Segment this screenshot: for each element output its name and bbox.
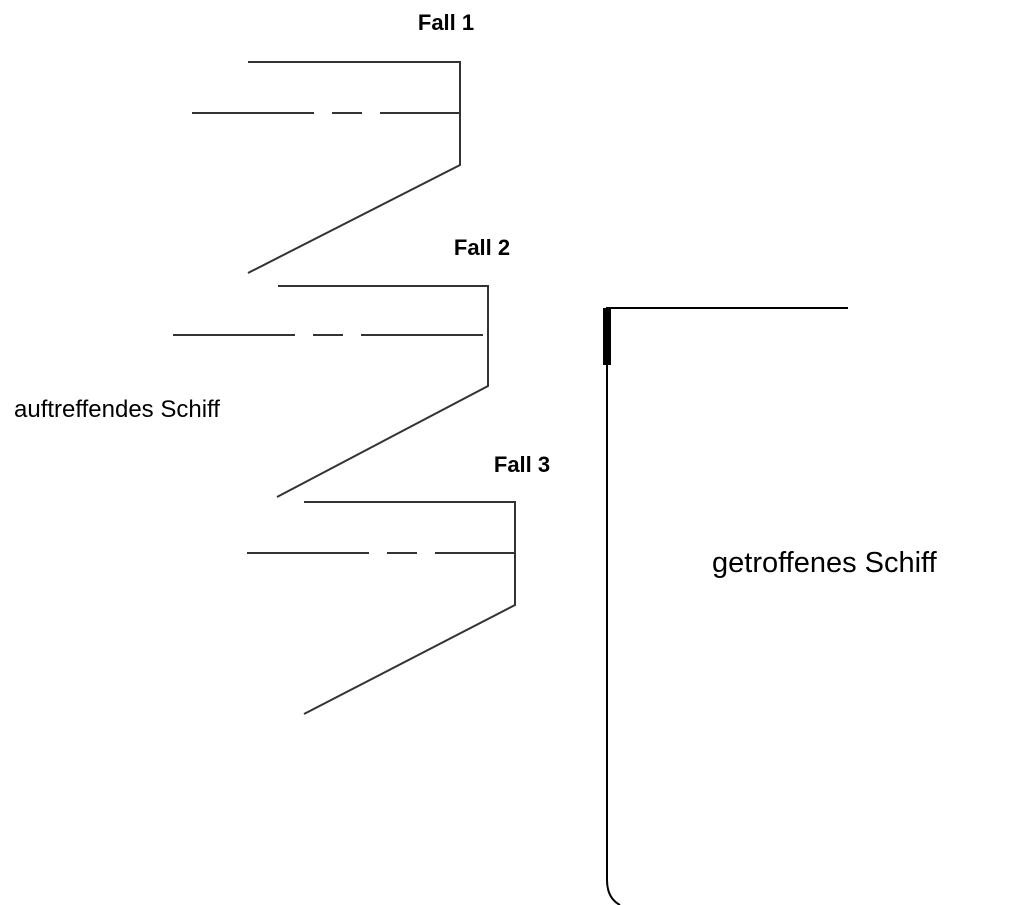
case-1-striking-ship: Fall 1	[192, 10, 474, 274]
case-1-title: Fall 1	[418, 10, 474, 35]
striking-ship-label: auftreffendes Schiff	[14, 396, 220, 423]
case-3-bow-outline	[303, 501, 516, 715]
case-2-bow-outline	[276, 285, 489, 498]
struck-ship-outline	[606, 307, 848, 905]
case-3-title: Fall 3	[494, 452, 550, 477]
struck-ship: getroffenes Schiff	[603, 307, 938, 905]
case-2-title: Fall 2	[454, 235, 510, 260]
case-3-striking-ship: Fall 3	[247, 452, 550, 715]
case-2-striking-ship: Fall 2	[173, 235, 510, 498]
struck-ship-label: getroffenes Schiff	[712, 547, 938, 579]
case-1-bow-outline	[247, 61, 461, 274]
